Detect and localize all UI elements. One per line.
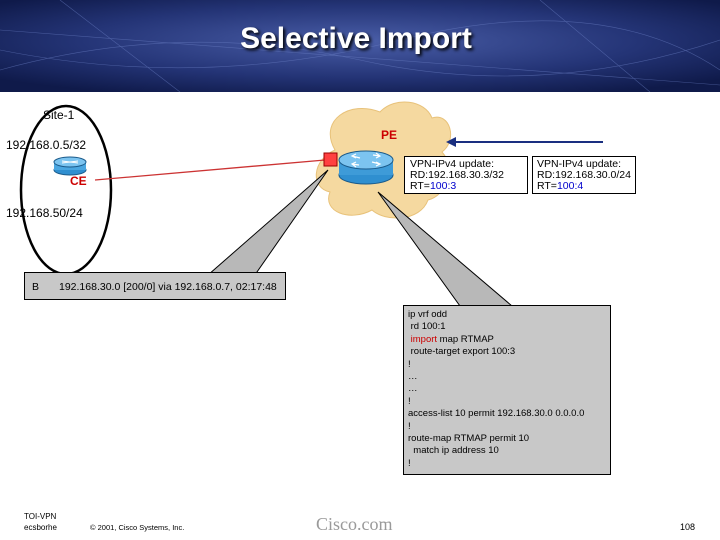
config-line: rd 100:1	[408, 321, 446, 333]
update1-rt: RT=100:3	[410, 181, 522, 192]
config-line-import: import map RTMAP	[408, 334, 606, 346]
ce-label: CE	[70, 174, 87, 188]
ce-prefix-top: 192.168.0.5/32	[6, 138, 87, 152]
config-line: route-map RTMAP permit 10	[408, 433, 530, 445]
vrf-config-box: ip vrf odd rd 100:1 import map RTMAP rou…	[403, 305, 611, 475]
update2-line2: RD:192.168.30.0/24	[537, 169, 631, 181]
config-line: ip vrf odd	[408, 309, 448, 320]
update1-line2: RD:192.168.30.3/32	[410, 169, 504, 181]
banner-background	[0, 0, 720, 92]
config-callout-pointer	[377, 191, 514, 307]
ce-pe-link	[94, 159, 326, 181]
config-line: !	[408, 358, 411, 370]
route-text: 192.168.30.0 [200/0] via 192.168.0.7, 02…	[59, 281, 277, 293]
site-ellipse	[19, 104, 113, 276]
title-banner: Selective Import	[0, 0, 720, 92]
config-line: …	[408, 383, 418, 395]
config-line: match ip address 10	[408, 445, 499, 457]
pe-label: PE	[381, 128, 398, 142]
ce-router-icon	[53, 156, 87, 176]
config-line: access-list 10 permit 192.168.30.0 0.0.0…	[408, 408, 585, 420]
update2-rt: RT=100:4	[537, 181, 631, 192]
footer-copyright: © 2001, Cisco Systems, Inc.	[90, 523, 185, 532]
pe-router-icon	[338, 150, 394, 185]
route-code: B	[32, 281, 40, 293]
config-line: !	[408, 457, 411, 469]
config-import-rest: map RTMAP	[437, 333, 494, 345]
footer-course-line2: ecsborhe	[24, 523, 57, 532]
update1-rt-value: 100:3	[429, 180, 457, 192]
update1-line1: VPN-IPv4 update:	[410, 158, 495, 170]
footer-course-line1: TOI-VPN	[24, 512, 57, 521]
update2-rt-value: 100:4	[556, 180, 584, 192]
config-line: !	[408, 420, 411, 432]
site-label: Site-1	[43, 108, 75, 122]
vpn-update-box-2: VPN-IPv4 update: RD:192.168.30.0/24 RT=1…	[532, 156, 636, 194]
footer-page-number: 108	[680, 522, 696, 532]
pe-interface	[323, 152, 338, 167]
config-line: !	[408, 395, 411, 407]
vpn-update-box-1: VPN-IPv4 update: RD:192.168.30.3/32 RT=1…	[404, 156, 528, 194]
update2-line1: VPN-IPv4 update:	[537, 158, 622, 170]
update2-rt-prefix: RT=	[537, 180, 557, 192]
config-import-keyword: import	[410, 333, 438, 345]
slide-title: Selective Import	[240, 22, 472, 55]
config-line: route-target export 100:3	[408, 346, 516, 358]
update1-rt-prefix: RT=	[410, 180, 430, 192]
route-entry-box: B 192.168.30.0 [200/0] via 192.168.0.7, …	[24, 272, 286, 300]
update-arrow-head	[446, 137, 456, 147]
config-line: …	[408, 371, 418, 383]
route-callout-pointer	[198, 169, 329, 283]
footer-brand: Cisco.com	[316, 514, 393, 534]
ce-prefix-bottom: 192.168.50/24	[6, 206, 83, 220]
